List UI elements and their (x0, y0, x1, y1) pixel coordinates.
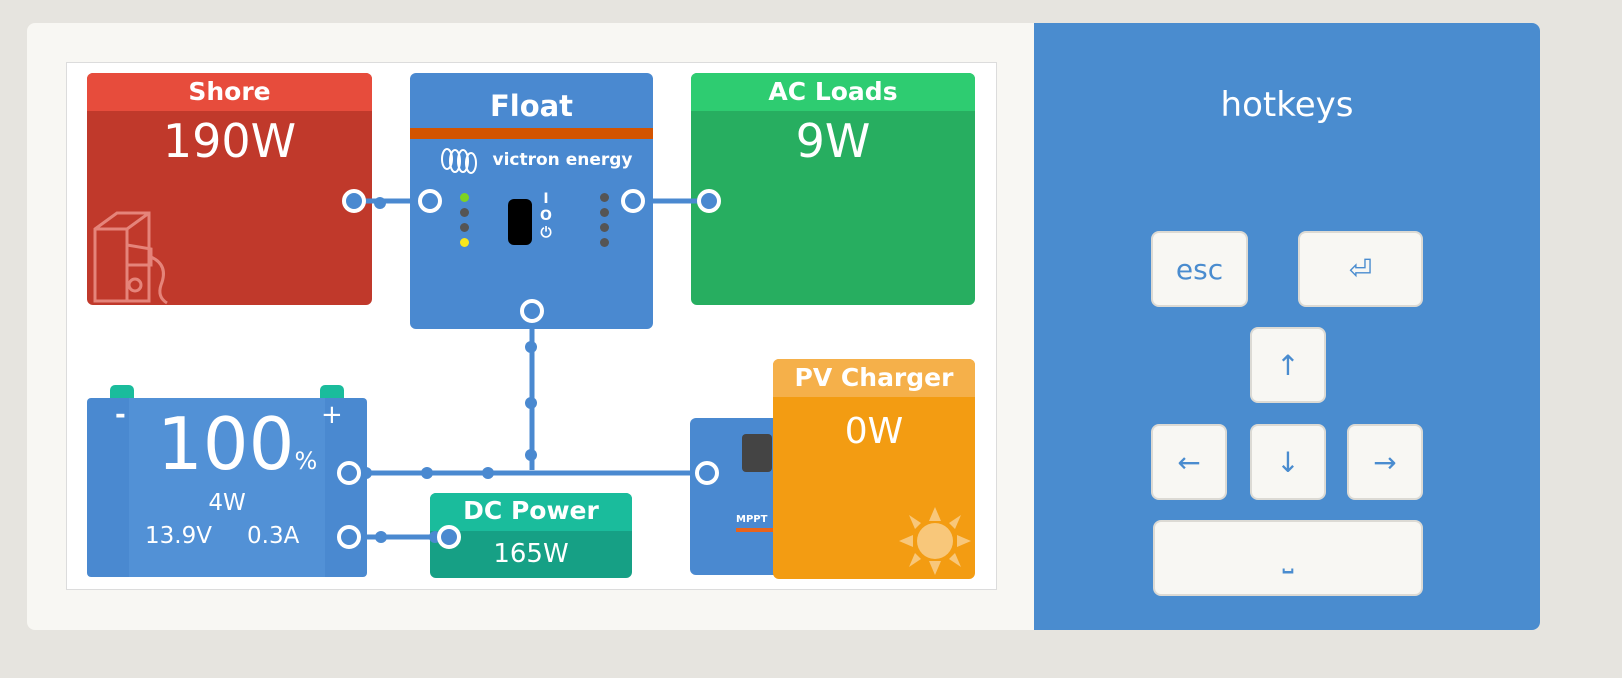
battery-current: 0.3A (247, 523, 300, 549)
battery-minus: - (115, 400, 126, 430)
battery-terminal-minus (110, 385, 134, 399)
up-arrow-key[interactable]: ↑ (1250, 327, 1326, 403)
down-arrow-key[interactable]: ↓ (1250, 424, 1326, 500)
status-leds-left (460, 193, 469, 247)
battery-soc: 100% (157, 402, 318, 486)
left-arrow-key[interactable]: ← (1151, 424, 1227, 500)
shore-title: Shore (87, 73, 372, 111)
connection-lines (337, 189, 721, 549)
ac-loads-power: 9W (795, 114, 871, 168)
brand-name: victron energy (492, 150, 633, 170)
ac-loads-title: AC Loads (691, 73, 975, 111)
battery-terminal-plus (320, 385, 344, 399)
enter-key[interactable]: ⏎ (1298, 231, 1423, 307)
inverter-state: Float (489, 89, 574, 123)
right-arrow-key[interactable]: → (1347, 424, 1423, 500)
pv-charger-title: PV Charger (773, 359, 975, 397)
mppt-device-image: MPPT (690, 418, 776, 575)
hotkeys-title: hotkeys (1220, 85, 1354, 125)
esc-key[interactable]: esc (1151, 231, 1248, 307)
orange-stripe (410, 128, 653, 139)
battery-tile[interactable]: - + 100% 4W 13.9V 0.3A (87, 398, 367, 577)
status-leds-right (600, 193, 609, 247)
shore-tile[interactable]: Shore 190W (87, 73, 372, 305)
battery-plus: + (321, 400, 343, 430)
shore-plug-icon (93, 211, 168, 305)
battery-voltage: 13.9V (145, 523, 212, 549)
dc-power-value: 165W (493, 539, 569, 569)
shore-power: 190W (162, 114, 297, 168)
dc-power-tile[interactable]: DC Power 165W (430, 493, 632, 578)
pv-charger-tile[interactable]: PV Charger 0W (773, 359, 975, 579)
dc-power-title: DC Power (430, 493, 632, 531)
pv-charger-power: 0W (844, 411, 904, 452)
victron-logo-icon (440, 148, 477, 174)
space-key[interactable]: ⎵ (1153, 520, 1423, 596)
sun-icon (899, 507, 971, 575)
ac-loads-tile[interactable]: AC Loads 9W (691, 73, 975, 305)
battery-power: 4W (208, 490, 246, 516)
power-switch[interactable] (508, 199, 532, 245)
